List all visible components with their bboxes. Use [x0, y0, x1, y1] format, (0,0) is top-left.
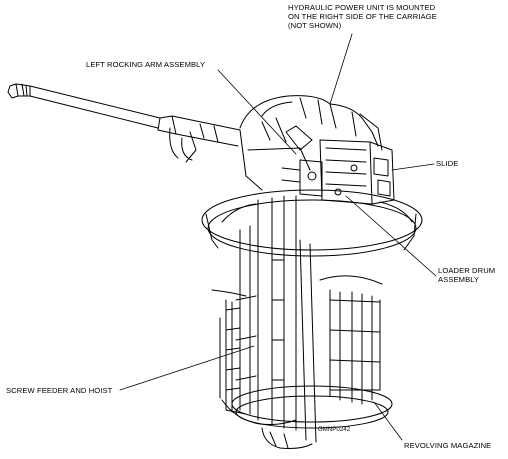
- figure-code: GMNP0242: [318, 427, 351, 433]
- slide-assembly: [281, 139, 395, 205]
- leader-screw-feeder: [119, 345, 255, 391]
- label-revolving-magazine: REVOLVING MAGAZINE: [404, 441, 492, 450]
- leader-lines: [119, 33, 437, 441]
- label-loader-drum-line1: LOADER DRUM: [438, 266, 496, 275]
- side-cable: [211, 289, 247, 297]
- label-left-rocking-arm: LEFT ROCKING ARM ASSEMBLY: [86, 60, 206, 69]
- leader-loader-drum: [345, 195, 437, 277]
- upper-housing: [239, 95, 383, 191]
- revolving-magazine-drum: [231, 275, 393, 449]
- label-screw-feeder: SCREW FEEDER AND HOIST: [6, 386, 113, 395]
- leader-slide: [391, 163, 435, 171]
- gun-barrel: [7, 83, 241, 163]
- label-loader-drum-line2: ASSEMBLY: [438, 275, 480, 284]
- label-hydraulic-line2: ON THE RIGHT SIDE OF THE CARRIAGE: [288, 12, 437, 21]
- hoist-column: [235, 195, 317, 443]
- carriage-ring: [201, 189, 423, 257]
- leader-hydraulic: [329, 33, 353, 105]
- leader-left-rocking-arm: [217, 69, 297, 155]
- label-hydraulic-line1: HYDRAULIC POWER UNIT IS MOUNTED: [288, 3, 436, 12]
- label-slide: SLIDE: [436, 159, 459, 168]
- leader-revolving-magazine: [373, 401, 403, 441]
- label-hydraulic-line3: (NOT SHOWN): [288, 21, 342, 30]
